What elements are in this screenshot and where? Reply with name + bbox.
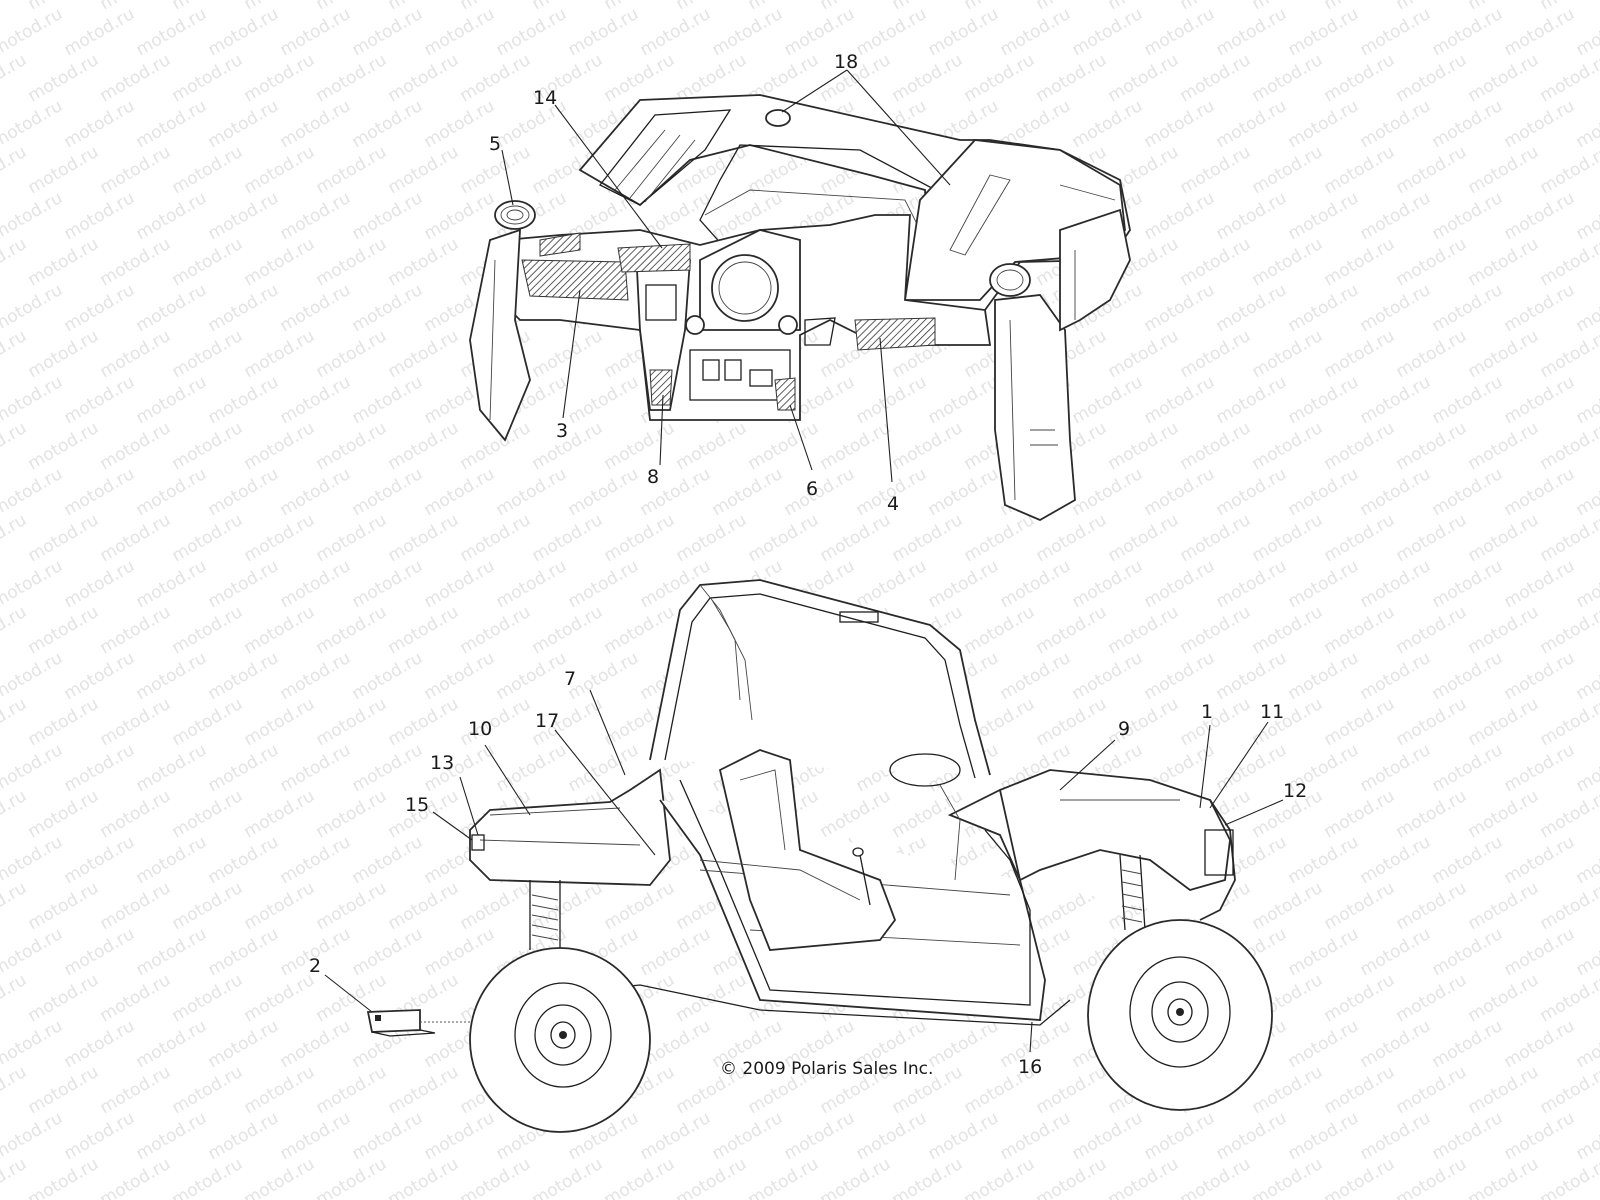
- callout-6: 6: [806, 478, 818, 500]
- callout-15: 15: [405, 794, 429, 816]
- copyright-notice: © 2009 Polaris Sales Inc.: [720, 1059, 934, 1079]
- dashboard-hood-assembly: [469, 94, 1131, 522]
- callout-17: 17: [535, 710, 559, 732]
- callout-16: 16: [1018, 1056, 1042, 1078]
- callout-13: 13: [430, 752, 454, 774]
- part-2-decal: [366, 1009, 470, 1037]
- callout-11: 11: [1260, 701, 1284, 723]
- callout-5: 5: [489, 133, 501, 155]
- callout-4: 4: [887, 493, 899, 515]
- front-wheel: [1087, 919, 1273, 1111]
- callout-7: 7: [564, 668, 576, 690]
- callout-14: 14: [533, 87, 557, 109]
- callout-3: 3: [556, 420, 568, 442]
- vehicle-side-view: [366, 579, 1273, 1133]
- callout-numbers: 18 14 5 3 8 6 4 7 10 17 13 15 9 1 11 12 …: [309, 51, 1307, 1078]
- rear-wheel: [469, 947, 651, 1133]
- callout-1: 1: [1201, 701, 1213, 723]
- callout-12: 12: [1283, 780, 1307, 802]
- leader-lines: [324, 69, 1284, 1053]
- callout-10: 10: [468, 718, 492, 740]
- callout-9: 9: [1118, 718, 1130, 740]
- callout-2: 2: [309, 955, 321, 977]
- callout-8: 8: [647, 466, 659, 488]
- callout-18: 18: [834, 51, 858, 73]
